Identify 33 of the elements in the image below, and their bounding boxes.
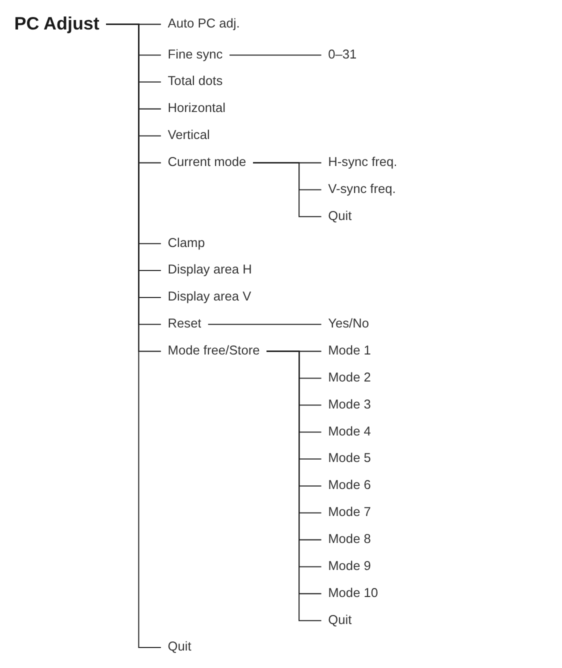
connector: [106, 24, 161, 648]
connector: [208, 324, 322, 325]
connector: [253, 162, 322, 218]
node-text: Mode 7: [328, 504, 371, 520]
connector: [230, 54, 322, 56]
node-text: Mode 4: [328, 424, 371, 439]
node-text: 0–31: [328, 47, 357, 62]
node-text: Total dots: [168, 74, 223, 89]
node-text: Mode 3: [328, 397, 371, 412]
node-text: V-sync freq.: [328, 182, 396, 196]
node-text: Quit: [328, 612, 352, 628]
node-text: Mode 9: [328, 558, 371, 574]
node-text: Mode 8: [328, 532, 371, 546]
node-text: Mode 1: [328, 343, 371, 358]
node-text: H-sync freq.: [328, 154, 398, 170]
node-text: Display area V: [168, 290, 252, 304]
node-text: Current mode: [168, 154, 246, 170]
node-text: Mode 2: [328, 370, 371, 385]
node-text: Quit: [168, 640, 192, 654]
node-text: Horizontal: [168, 101, 226, 116]
node-text: Mode free/Store: [168, 343, 260, 358]
node-text: Mode 10: [328, 586, 378, 600]
node-text: Auto PC adj.: [168, 16, 240, 31]
node-text: Vertical: [168, 128, 210, 142]
node-text: Reset: [168, 316, 202, 332]
node-text: Mode 5: [328, 451, 371, 466]
node-text: Quit: [328, 208, 352, 224]
node-text: PC Adjust: [14, 14, 100, 34]
node-text: Fine sync: [168, 47, 223, 62]
node-text: Yes/No: [328, 316, 369, 332]
node-text: Display area H: [168, 262, 252, 278]
node-text: Clamp: [168, 236, 205, 250]
node-text: Mode 6: [328, 478, 371, 493]
